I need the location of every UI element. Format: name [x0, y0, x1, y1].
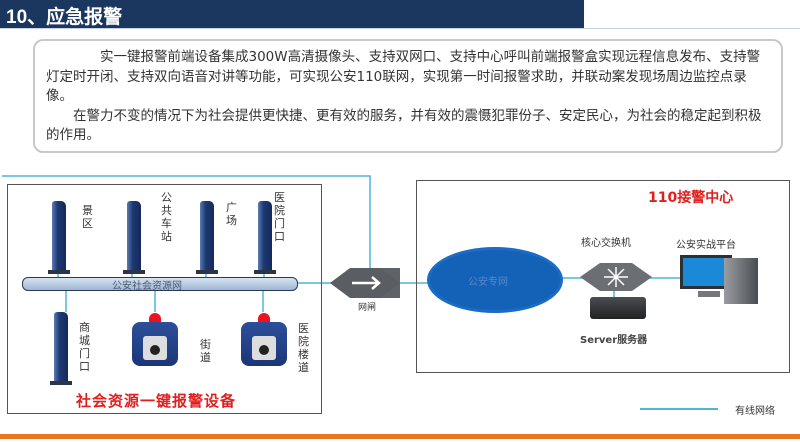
header-bar — [0, 0, 584, 28]
pc-tower-icon — [724, 258, 758, 304]
device-label: 医院门口 — [274, 191, 285, 243]
legend-label: 有线网络 — [735, 406, 775, 417]
right-group-title: 110接警中心 — [648, 190, 734, 206]
bus-label: 公安社会资源网 — [112, 281, 182, 292]
page-title: 10、应急报警 — [6, 7, 123, 28]
device-label: 医院楼道 — [298, 322, 309, 374]
device-label: 公共车站 — [161, 191, 172, 243]
switch-label: 核心交换机 — [581, 238, 631, 249]
gateway-label: 网闸 — [358, 303, 377, 313]
monitor-icon — [680, 255, 732, 289]
alarm-pillar-icon — [123, 201, 145, 274]
gateway-icon — [330, 268, 400, 298]
alarm-pillar-icon — [48, 201, 70, 274]
cloud-label: 公安专网 — [468, 277, 508, 288]
device-label: 景区 — [82, 204, 93, 230]
device-label: 商城门口 — [79, 321, 90, 373]
server-icon — [590, 297, 646, 319]
alarm-pillar-icon — [196, 201, 218, 274]
alarm-box-icon — [132, 313, 178, 366]
description-box: 实一键报警前端设备集成300W高清摄像头、支持双网口、支持中心呼叫前端报警盒实现… — [33, 39, 783, 153]
device-label: 广场 — [226, 201, 237, 227]
server-label: Server服务器 — [580, 335, 648, 346]
core-switch-icon — [580, 263, 652, 291]
description-paragraph-2: 在警力不变的情况下为社会提供更快捷、更有效的服务，并有效的震慑犯罪份子、安定民心… — [46, 107, 762, 144]
bottom-accent-line — [0, 434, 800, 439]
monitor-stand — [698, 291, 720, 297]
left-group-title: 社会资源一键报警设备 — [76, 392, 237, 410]
alarm-center-group — [416, 180, 790, 373]
legend-line — [640, 408, 718, 410]
cloud-icon — [430, 250, 560, 310]
social-resource-group — [7, 184, 322, 414]
network-bus — [22, 277, 298, 291]
divider — [0, 28, 800, 29]
alarm-pillar-icon — [50, 312, 72, 385]
alarm-box-icon — [241, 313, 287, 366]
alarm-pillar-icon — [254, 201, 276, 274]
platform-label: 公安实战平台 — [676, 240, 736, 251]
device-label: 街道 — [200, 338, 211, 364]
description-paragraph-1: 实一键报警前端设备集成300W高清摄像头、支持双网口、支持中心呼叫前端报警盒实现… — [46, 49, 761, 104]
